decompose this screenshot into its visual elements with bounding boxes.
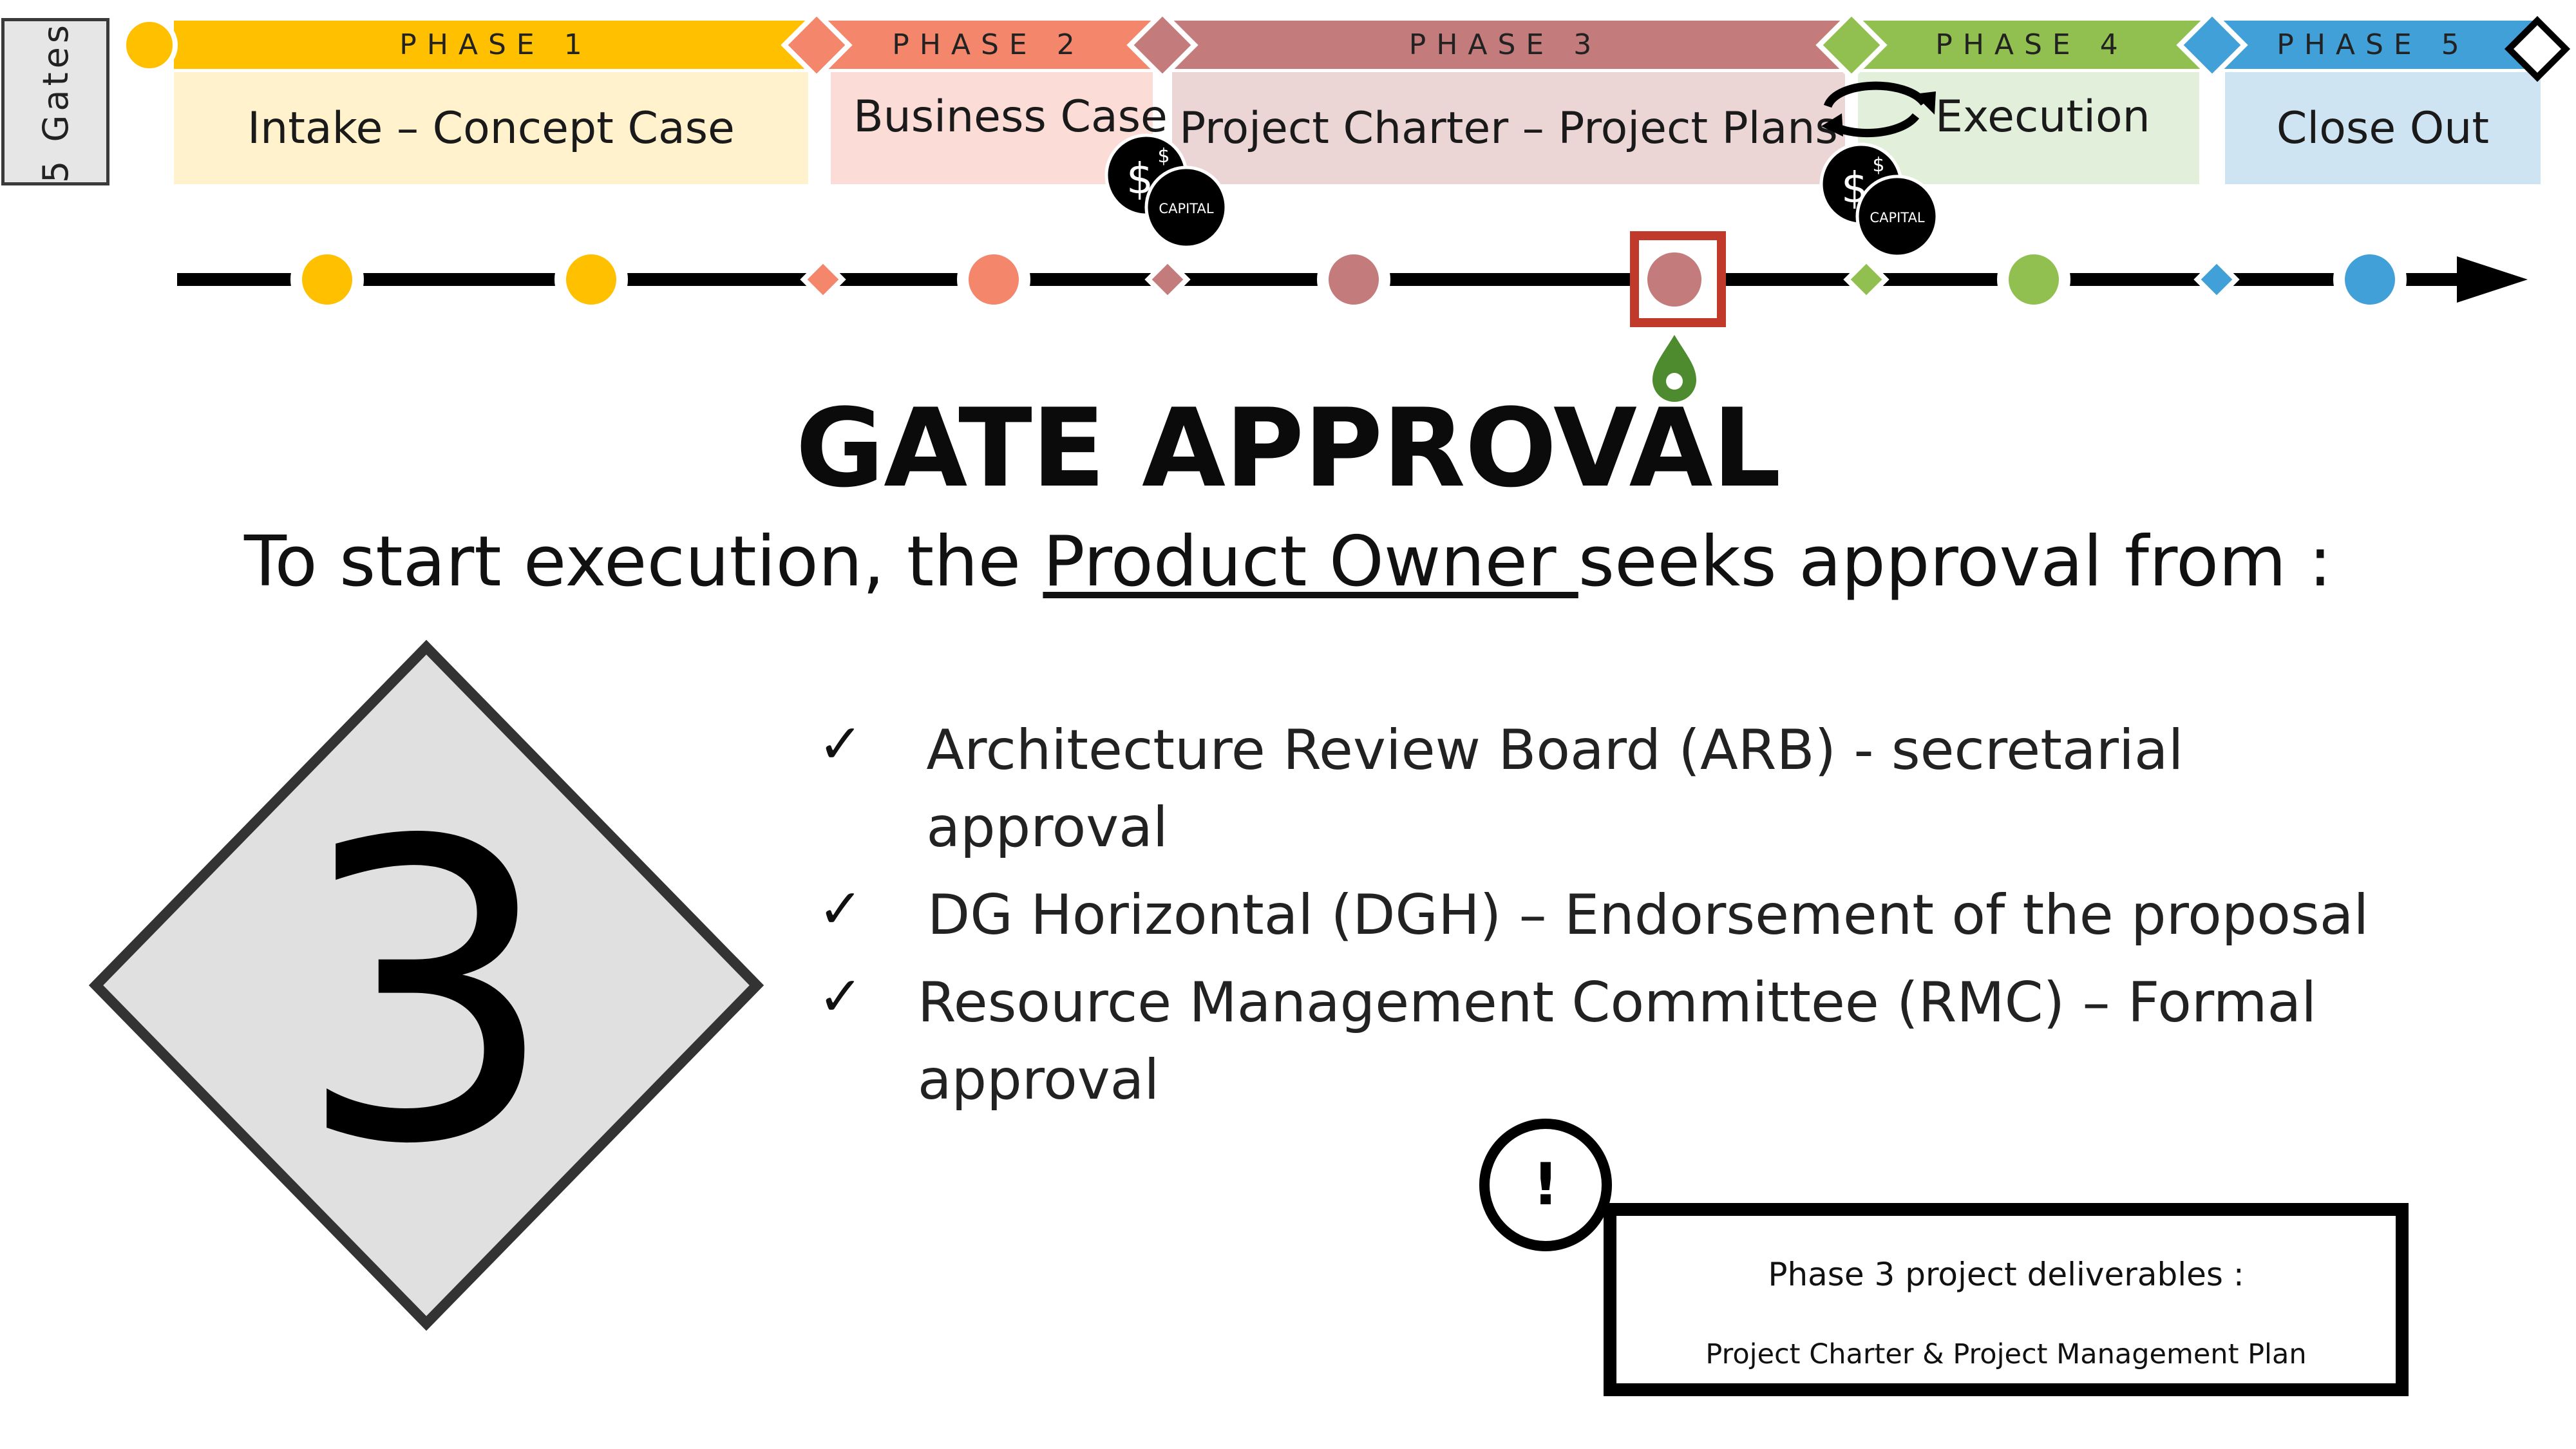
svg-text:CAPITAL: CAPITAL: [1870, 210, 1924, 225]
gate-number: 3: [295, 754, 557, 1234]
phase-1-label: Intake – Concept Case: [247, 102, 735, 154]
page-title: GATE APPROVAL: [795, 385, 1781, 511]
phase-2-label: Business Case: [853, 91, 1168, 142]
gate-diamond-icon: [88, 639, 764, 1331]
phase-1-title: PHASE 1: [399, 28, 592, 61]
milestone-dot: [1317, 243, 1390, 316]
milestone-dot: [554, 243, 628, 316]
approval-text: DG Horizontal (DGH) – Endorsement of the…: [927, 883, 2369, 947]
phase-5-bar: PHASE 5: [2212, 21, 2534, 69]
phase-3-title: PHASE 3: [1408, 28, 1602, 61]
svg-text:$: $: [1157, 145, 1170, 167]
approval-text: Architecture Review Board (ARB) - secret…: [926, 718, 2184, 860]
phase-3-bar: PHASE 3: [1159, 21, 1852, 69]
phase-1-bar: PHASE 1: [174, 21, 818, 69]
approval-item: ✓ Resource Management Committee (RMC) – …: [818, 964, 2428, 1119]
milestone-gate-diamond: [1843, 256, 1889, 303]
timeline-arrowhead-icon: [2457, 256, 2528, 303]
checkmark-icon: ✓: [818, 877, 864, 940]
phase-3-box: Project Charter – Project Plans: [1172, 72, 1845, 184]
page-subtitle: To start execution, the Product Owner se…: [0, 522, 2576, 602]
deliverables-heading: Phase 3 project deliverables :: [1768, 1256, 2244, 1293]
phase-5-box: Close Out: [2225, 72, 2541, 184]
svg-text:$: $: [1872, 154, 1884, 176]
milestone-dot: [957, 243, 1030, 316]
capital-badge-icon: $ $ CAPITAL: [1104, 133, 1228, 249]
phase-5-label: Close Out: [2276, 102, 2490, 154]
milestone-dot: [1997, 243, 2070, 316]
milestone-gate-diamond: [1144, 256, 1191, 303]
gates-label: 5 Gates: [1, 18, 109, 185]
gate-3-marker-icon: [1126, 9, 1198, 81]
final-gate-marker-icon: [2504, 15, 2571, 82]
checkmark-icon: ✓: [818, 712, 864, 775]
milestone-dot-current: [1647, 252, 1701, 307]
phase-3-label: Project Charter – Project Plans: [1179, 102, 1838, 154]
phase-2-box: Business Case: [831, 72, 1168, 184]
svg-text:CAPITAL: CAPITAL: [1159, 201, 1213, 216]
phase-4-title: PHASE 4: [1935, 28, 2128, 61]
notice-icon-glyph: !: [1532, 1151, 1558, 1218]
milestone-dot: [290, 243, 364, 316]
phase-2-title: PHASE 2: [892, 28, 1085, 61]
gate-5-marker-icon: [2176, 9, 2248, 81]
cycle-arrowhead-icon: [1914, 91, 1936, 115]
capital-badge-icon: $ $ CAPITAL: [1819, 142, 1939, 258]
gate-1-marker-icon: [121, 17, 178, 73]
approval-text: Resource Management Committee (RMC) – Fo…: [917, 971, 2317, 1112]
phase-4-label: Execution: [1935, 91, 2150, 142]
phase-2-bar: PHASE 2: [818, 21, 1159, 69]
cycle-arrowhead-icon: [1821, 113, 1843, 137]
milestone-dot: [2333, 243, 2407, 316]
notice-icon: [1479, 1119, 1612, 1251]
subtitle-before: To start execution, the: [244, 522, 1043, 602]
gate-2-marker-icon: [781, 9, 853, 81]
approval-list: ✓ Architecture Review Board (ARB) - secr…: [818, 712, 2428, 1129]
milestone-gate-diamond: [2193, 256, 2240, 303]
location-pin-icon: [1653, 335, 1696, 402]
deliverables-items: Project Charter & Project Management Pla…: [1705, 1338, 2307, 1370]
phase-5-title: PHASE 5: [2277, 28, 2470, 61]
approval-item: ✓ Architecture Review Board (ARB) - secr…: [818, 712, 2428, 866]
deliverables-box: Phase 3 project deliverables : Project C…: [1604, 1203, 2409, 1396]
milestone-gate-diamond: [800, 256, 846, 303]
subtitle-owner: Product Owner: [1043, 522, 1578, 602]
checkmark-icon: ✓: [818, 965, 864, 1028]
gate-4-marker-icon: [1815, 9, 1888, 81]
subtitle-after: seeks approval from :: [1578, 522, 2332, 602]
approval-item: ✓ DG Horizontal (DGH) – Endorsement of t…: [818, 876, 2428, 954]
phase-1-box: Intake – Concept Case: [174, 72, 808, 184]
phase-4-bar: PHASE 4: [1852, 21, 2212, 69]
